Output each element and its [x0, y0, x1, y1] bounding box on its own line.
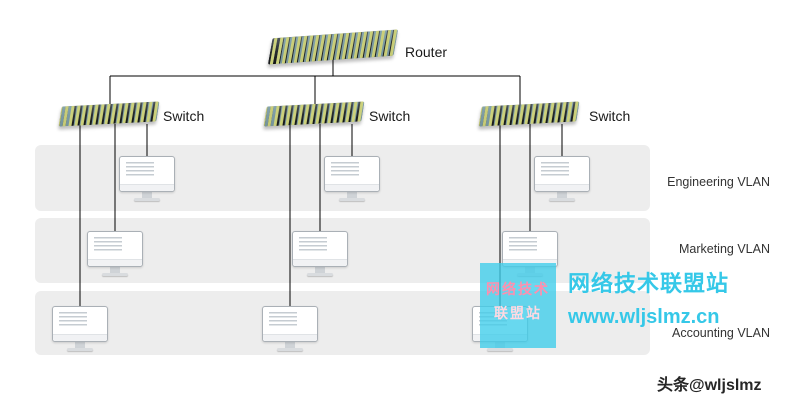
monitor-base: [339, 198, 365, 201]
workstation-icon: [119, 156, 175, 201]
monitor-base: [102, 273, 128, 276]
workstation-icon: [87, 231, 143, 276]
monitor-base: [487, 348, 513, 351]
monitor-base: [307, 273, 333, 276]
workstation-icon: [502, 231, 558, 276]
monitor-base: [277, 348, 303, 351]
watermark-box-line1: 网络技术: [486, 281, 550, 297]
workstation-icon: [262, 306, 318, 351]
router-label: Router: [405, 44, 448, 60]
workstation-icon: [324, 156, 380, 201]
monitor-stand: [557, 192, 567, 198]
vlan-label-accounting: Accounting VLAN: [672, 326, 770, 340]
switch1-label: Switch: [163, 108, 205, 124]
monitor-screen: [324, 156, 380, 192]
monitor-screen: [52, 306, 108, 342]
monitor-screen: [119, 156, 175, 192]
monitor-stand: [315, 267, 325, 273]
monitor-stand: [75, 342, 85, 348]
vlan-label-engineering: Engineering VLAN: [667, 175, 770, 189]
monitor-screen: [292, 231, 348, 267]
watermark-site-name: 网络技术联盟站: [568, 271, 730, 296]
monitor-screen: [262, 306, 318, 342]
monitor-base: [549, 198, 575, 201]
monitor-screen: [534, 156, 590, 192]
monitor-stand: [110, 267, 120, 273]
monitor-base: [67, 348, 93, 351]
workstation-icon: [52, 306, 108, 351]
monitor-screen: [502, 231, 558, 267]
switch3-label: Switch: [589, 108, 631, 124]
byline: 头条@wljslmz: [657, 377, 762, 394]
workstation-icon: [292, 231, 348, 276]
vlan-label-marketing: Marketing VLAN: [678, 242, 770, 256]
watermark-box: 网络技术 联盟站: [480, 263, 556, 348]
switch2-label: Switch: [369, 108, 411, 124]
monitor-screen: [87, 231, 143, 267]
monitor-stand: [285, 342, 295, 348]
monitor-stand: [347, 192, 357, 198]
monitor-base: [134, 198, 160, 201]
watermark-site-url: www.wljslmz.cn: [568, 306, 720, 328]
workstation-icon: [534, 156, 590, 201]
monitor-stand: [142, 192, 152, 198]
watermark-box-line2: 联盟站: [494, 305, 542, 321]
